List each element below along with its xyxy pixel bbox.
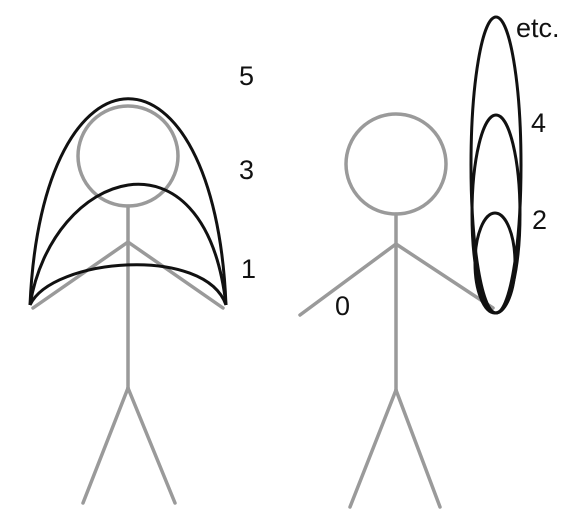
left-stick-figure bbox=[33, 106, 223, 503]
right-figure-right-leg bbox=[396, 390, 440, 507]
left-figure-right-arm bbox=[128, 242, 223, 308]
right-loops bbox=[471, 17, 521, 313]
label-0: 0 bbox=[335, 293, 350, 320]
left-figure-head bbox=[78, 106, 178, 206]
label-5: 5 bbox=[239, 63, 254, 90]
label-1: 1 bbox=[241, 256, 256, 283]
label-3: 3 bbox=[239, 157, 254, 184]
left-figure-left-leg bbox=[83, 388, 128, 503]
right-figure-left-leg bbox=[350, 390, 396, 507]
label-4: 4 bbox=[531, 110, 546, 137]
right-figure-head bbox=[346, 114, 446, 214]
loop-etc bbox=[471, 17, 521, 313]
right-stick-figure bbox=[300, 114, 493, 507]
label-etc: etc. bbox=[516, 15, 560, 42]
label-2: 2 bbox=[532, 207, 547, 234]
left-figure-right-leg bbox=[128, 388, 175, 503]
